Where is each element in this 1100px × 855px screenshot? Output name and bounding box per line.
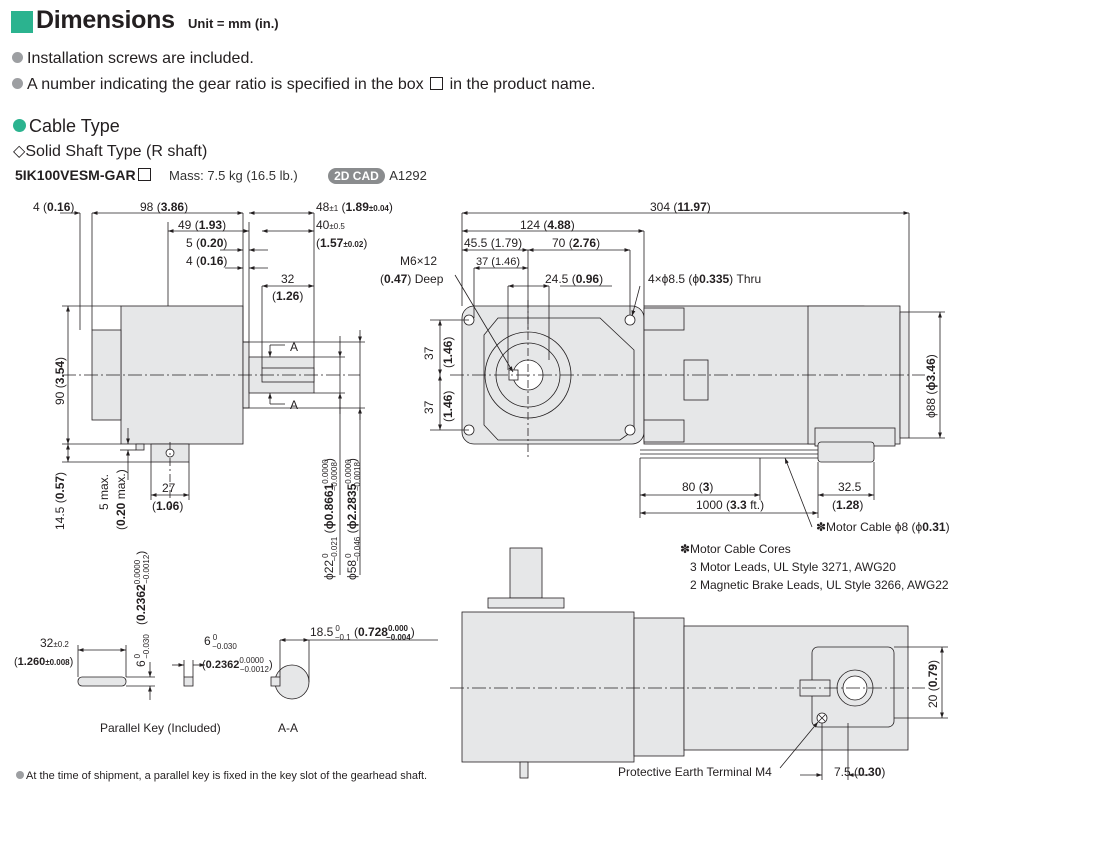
dim-32-5-in: (1.28) xyxy=(832,498,863,512)
box-symbol-icon xyxy=(430,77,444,90)
dim-5: 5 (0.20) xyxy=(186,236,227,250)
title-square-icon xyxy=(11,11,33,33)
unit-label: Unit = mm (in.) xyxy=(188,16,279,31)
dim-5max: 5 max. xyxy=(97,474,111,510)
cores-2: 2 Magnetic Brake Leads, UL Style 3266, A… xyxy=(690,578,949,592)
dim-48: 48±1 (1.89±0.04) xyxy=(316,200,393,214)
dim-7-5: 7.5 (0.30) xyxy=(834,765,885,779)
key-length: 32±0.2 xyxy=(40,636,69,650)
cores-1: 3 Motor Leads, UL Style 3271, AWG20 xyxy=(690,560,896,574)
dim-27-in: (1.06) xyxy=(152,499,183,513)
green-bullet-icon xyxy=(13,119,26,132)
note-gear-ratio: A number indicating the gear ratio is sp… xyxy=(12,76,595,94)
dim-90: 90 (3.54) xyxy=(53,357,67,405)
dim-37-v1-in: (1.46) xyxy=(441,337,455,368)
dim-1000: 1000 (3.3 ft.) xyxy=(696,498,764,512)
dim-14-5: 14.5 (0.57) xyxy=(53,472,67,530)
dim-4: 4 (0.16) xyxy=(33,200,74,214)
dim-40-in: (1.57±0.02) xyxy=(316,236,367,250)
dim-4b: 4 (0.16) xyxy=(186,254,227,268)
model-number: 5IK100VESM-GAR xyxy=(15,167,136,183)
section-a-top: A xyxy=(290,340,298,354)
dim-24-5: 24.5 (0.96) xyxy=(545,272,603,286)
key-width-in: (0.23620.0000−0.0012) xyxy=(202,656,273,674)
dim-98: 98 (3.86) xyxy=(140,200,188,214)
dim-124: 124 (4.88) xyxy=(520,218,575,232)
front-view xyxy=(450,300,925,463)
bullet-icon xyxy=(12,78,23,89)
bullet-icon xyxy=(16,771,24,779)
dim-20: 20 (0.79) xyxy=(926,660,940,708)
pe-terminal-label: Protective Earth Terminal M4 xyxy=(618,765,772,779)
dim-32-5: 32.5 xyxy=(838,480,862,494)
key-length-in: (1.260±0.008) xyxy=(14,656,73,668)
side-view xyxy=(62,305,360,510)
dim-32: 32 xyxy=(281,272,295,286)
bottom-view xyxy=(450,547,925,779)
dim-phi22: ϕ220−0.021 (ϕ0.86610.0000−0.0008) xyxy=(321,458,339,580)
dim-37-v1: 37 xyxy=(422,346,436,360)
mass: Mass: 7.5 kg (16.5 lb.) xyxy=(169,168,298,183)
m6-depth: (0.47) Deep xyxy=(380,272,444,286)
dim-49: 49 (1.93) xyxy=(178,218,226,232)
key-height-in: (0.23620.0000−0.0012) xyxy=(133,551,151,625)
section-shaft-type: ◇Solid Shaft Type (R shaft) xyxy=(13,143,208,160)
section-a-bottom: A xyxy=(290,398,298,412)
dim-40: 40±0.5 xyxy=(316,218,345,232)
holes-label: 4×ϕ8.5 (ϕ0.335) Thru xyxy=(648,272,761,286)
motor-cable-label: ✽Motor Cable ϕ8 (ϕ0.31) xyxy=(816,520,950,534)
m6-label: M6×12 xyxy=(400,254,437,268)
parallel-key-caption: Parallel Key (Included) xyxy=(100,721,221,735)
product-line: 5IK100VESM-GAR Mass: 7.5 kg (16.5 lb.) 2… xyxy=(15,167,427,185)
bullet-icon xyxy=(12,52,23,63)
section-aa-caption: A-A xyxy=(278,721,298,735)
dim-70: 70 (2.76) xyxy=(552,236,600,250)
dim-37: 37 (1.46) xyxy=(476,256,520,268)
cores-title: ✽Motor Cable Cores xyxy=(680,542,791,556)
dim-45-5: 45.5 (1.79) xyxy=(464,236,522,250)
dim-phi88: ϕ88 (ϕ3.46) xyxy=(924,354,938,418)
box-symbol-icon xyxy=(137,168,151,181)
dim-phi58: ϕ580−0.046 (ϕ2.28350.0000−0.0018) xyxy=(344,458,362,580)
key-height: 60−0.030 xyxy=(133,634,151,667)
page-title: Dimensions xyxy=(36,6,175,34)
dim-37-v2-in: (1.46) xyxy=(441,391,455,422)
dim-304: 304 (11.97) xyxy=(650,200,711,214)
dim-27: 27 xyxy=(162,481,176,495)
dim-37-v2: 37 xyxy=(422,400,436,414)
footnote: At the time of shipment, a parallel key … xyxy=(16,770,427,782)
cad-number[interactable]: A1292 xyxy=(389,168,427,183)
cad-badge[interactable]: 2D CAD xyxy=(328,168,385,184)
note-screws: Installation screws are included. xyxy=(12,50,254,68)
dim-5max-in: (0.20 max.) xyxy=(114,469,128,530)
dim-32-in: (1.26) xyxy=(272,289,303,303)
section-cable-type: Cable Type xyxy=(13,116,120,137)
dim-80: 80 (3) xyxy=(682,480,713,494)
diamond-icon: ◇ xyxy=(13,143,26,160)
